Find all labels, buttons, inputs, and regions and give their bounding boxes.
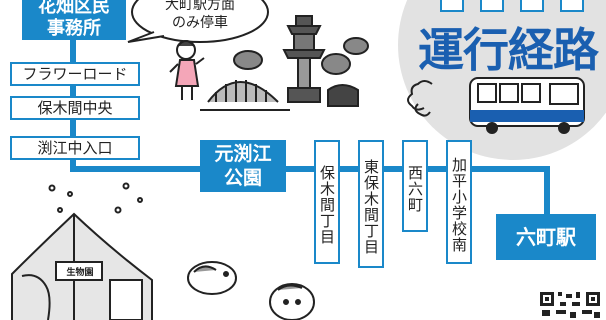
title-decoration (440, 0, 464, 12)
title-decoration (560, 0, 584, 12)
title-decoration (480, 0, 504, 12)
title-decoration (520, 0, 544, 12)
zoo-building-illustration (11, 182, 153, 320)
stop-kahei-elementary-south[interactable]: 加平小学校南 (446, 140, 472, 264)
note-bubble-shape (127, 0, 269, 43)
bus-icon (407, 77, 585, 134)
stop-motofuchie-park[interactable]: 元渕江 公園 (200, 140, 286, 192)
map-title: 運行経路 (418, 23, 599, 77)
lantern-illustration (282, 15, 326, 103)
terminal-hanahata[interactable]: 花畑区民 事務所 (22, 0, 126, 40)
stop-flower-road[interactable]: フラワーロード (10, 62, 140, 86)
stop-fuchie-naka-iriguchi[interactable]: 渕江中入口 (10, 136, 140, 160)
park-line1: 元渕江 (214, 143, 272, 165)
terminal-hanahata-line1: 花畑区民 (38, 0, 110, 17)
girl-illustration (169, 40, 205, 100)
stop-nishi-rokucho[interactable]: 西六町 (402, 140, 428, 232)
route-line-right-down (544, 166, 550, 216)
park-illustration (169, 15, 369, 111)
terminal-hanahata-line2: 事務所 (47, 18, 101, 39)
trees-illustration (233, 37, 369, 107)
note-line2: のみ停車 (172, 15, 228, 31)
zoo-sign: 生物園 (66, 268, 94, 278)
stop-hokima-chome[interactable]: 保木間丁目 (314, 140, 340, 264)
guinea-pig-illustration (187, 261, 315, 320)
terminal-rokucho-station[interactable]: 六町駅 (496, 214, 596, 260)
stop-higashi-hokima-chome[interactable]: 東保木間丁目 (358, 140, 384, 268)
route-line-horizontal (70, 166, 550, 172)
stop-hokima-chuo[interactable]: 保木間中央 (10, 96, 140, 120)
qr-code-icon[interactable] (536, 288, 606, 320)
note-bubble-text: 大町駅方面 のみ停車 (140, 0, 260, 32)
bridge-illustration (200, 80, 290, 111)
park-line2: 公園 (223, 167, 262, 189)
note-line1: 大町駅方面 (165, 0, 235, 13)
